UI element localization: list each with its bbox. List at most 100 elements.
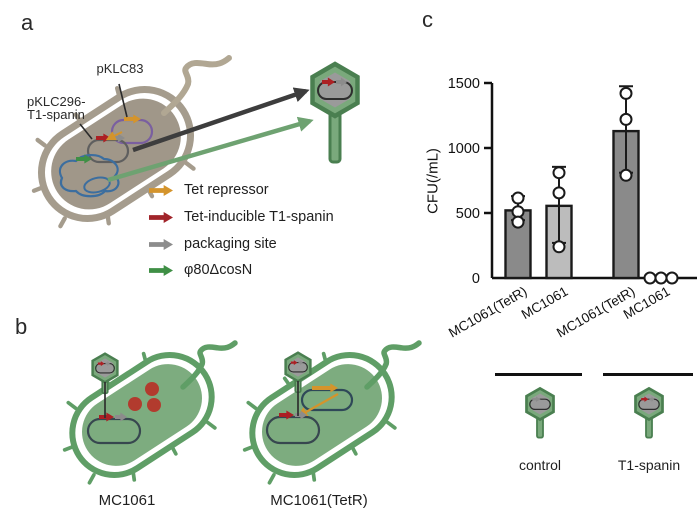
data-point [619,86,633,100]
transducing-phage [310,61,360,164]
packaging-site-gene [115,412,127,422]
group-bracket-control [495,373,582,376]
y-tick-label: 1500 [448,76,480,92]
phi80-cosn-site [76,154,92,164]
gene-arrow-icon [649,396,655,402]
packaged-plasmid [95,363,115,374]
phage-group-icons [525,386,664,439]
gene-arrow-icon [532,396,541,402]
control-group-label: control [518,457,562,473]
control-phage-icon [525,386,555,439]
data-point [511,191,525,205]
legend-label: packaging site [184,236,277,252]
pklc296-pointer-line [79,123,93,140]
gene-arrow-icon [290,360,298,366]
pilus [87,473,96,485]
pilus [184,160,196,171]
arrow-glyph [149,211,173,223]
data-point [552,240,566,254]
cfu-bar-chart: 050010001500MC1061(TetR)MC1061MC1061(Tet… [446,76,697,340]
gene-arrow-icon [641,396,649,402]
pilus [35,137,47,148]
infecting-phage [284,351,312,394]
panel-a-label: a [21,10,34,35]
phage-tail [328,109,342,164]
packaging-site-gene [295,410,307,420]
legend-item-phi80: φ80ΔcosN [148,262,252,278]
y-tick-label: 500 [456,206,480,222]
injected-plasmid [86,417,142,445]
legend-item-tet-repressor: Tet repressor [148,182,269,198]
legend-label: φ80ΔcosN [184,262,253,278]
t1-spanin-phage-icon [634,386,664,439]
x-category-label: MC1061(TetR) [446,284,530,341]
x-category-label: MC1061 [519,284,571,323]
tetr-plasmid [300,388,354,412]
legend-label: Tet repressor [184,182,269,198]
injected-plasmid [265,415,321,445]
phi80-arrow-icon [149,264,173,276]
tet-repressor-gene [124,114,141,124]
mc1061-cell [62,351,217,485]
data-point [511,205,525,219]
panel-b-label: b [15,314,28,339]
packaged-plasmid [638,398,660,411]
tet-repressor-arrow-icon [149,184,173,196]
t1-spanin-arrow-icon [149,211,173,223]
host-bacterium [31,85,196,229]
data-point [619,112,633,126]
pilus [267,473,276,485]
group-bracket-t1-spanin [603,373,693,376]
y-tick-label: 1000 [448,141,480,157]
pilus [385,420,397,430]
t1-spanin-protein-dot [145,382,159,396]
dna-packaging-arrow [132,87,310,153]
gene-arrow-icon [322,77,335,87]
pklc296-label-line2: T1-spanin [27,107,85,122]
y-tick-label: 0 [472,271,480,287]
pklc83-plasmid-label: pKLC83 [96,61,144,76]
arrow-glyph [149,238,173,250]
data-point [619,168,633,182]
flagellum [364,340,422,390]
arrow-glyph [149,184,173,196]
t1-spanin-protein-dot [147,398,161,412]
data-point [552,186,566,200]
cell-cytoplasm [262,364,382,466]
legend-item-packaging-site: packaging site [148,236,277,252]
tetr-repression-arrow [296,393,339,418]
pilus [66,400,78,410]
arrow-glyph [149,264,173,276]
cell-cytoplasm [51,98,181,210]
tet-repressor-gene [312,383,338,393]
panel-a-diagram [31,55,360,229]
packaged-plasmid [288,362,308,373]
mc1061-tetr-cell-label: MC1061(TetR) [270,492,368,509]
packaging-site-arrow-icon [149,238,173,250]
pklc83-pointer-line [118,83,128,118]
data-point [511,215,525,229]
pklc296-label-line1: pKLC296- [27,94,86,109]
gene-arrow-icon [105,361,110,367]
pklc296-plasmid-label: pKLC296- T1-spanin [27,95,86,121]
gene-arrow-icon [298,360,303,366]
panel-c-label: c [422,7,433,32]
tetr-repression-arrow [105,131,123,141]
data-point [654,271,668,285]
infecting-phage [91,352,119,395]
legend-item-t1-spanin: Tet-inducible T1-spanin [148,209,334,225]
pilus [246,400,258,410]
t1-spanin-group-label: T1-spanin [617,457,681,473]
mc1061-cell-label: MC1061 [98,492,156,509]
cell-cytoplasm [82,364,202,466]
data-point [552,166,566,180]
phi80-packaging-arrow [107,116,314,183]
gene-arrow-icon [336,77,347,87]
t1-spanin-gene [279,410,294,420]
pilus [205,420,217,430]
packaging-site-gene [112,133,125,143]
flagellum [161,55,232,116]
t1-spanin-protein-dot [128,397,142,411]
pilus [58,216,67,229]
